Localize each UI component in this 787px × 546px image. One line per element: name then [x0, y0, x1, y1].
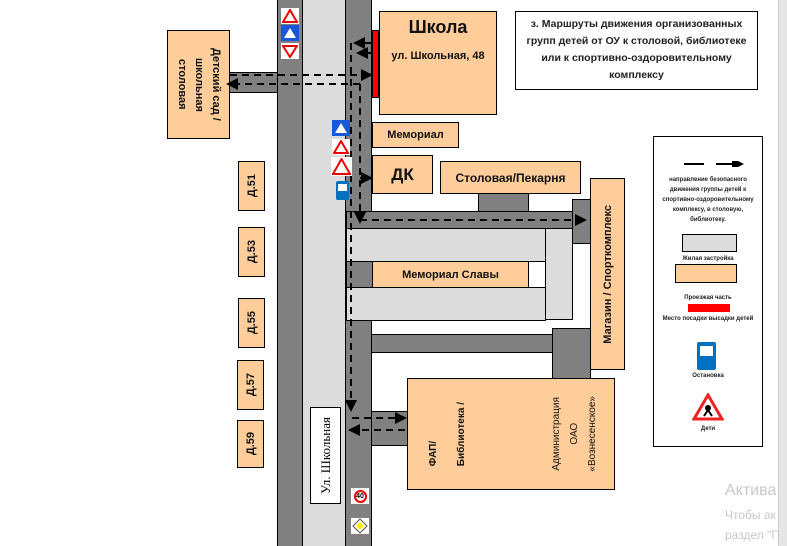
- map-title: з. Маршруты движения организованных груп…: [515, 11, 758, 90]
- kindergarten-label: школьная: [193, 57, 205, 112]
- house: Д.59: [237, 420, 264, 468]
- legend-children-label: Дети: [700, 426, 716, 432]
- residential-block: [346, 287, 546, 321]
- school-address: ул. Школьная, 48: [391, 50, 485, 62]
- activation-watermark: Актива: [725, 482, 777, 499]
- scrollbar[interactable]: [778, 0, 787, 546]
- speed-limit-sign-icon: 40: [351, 488, 369, 504]
- fap-admin-building: ФАП/ Библиотека / Администрация ОАО «Воз…: [407, 378, 615, 490]
- kindergarten-building: Детский сад / школьная столовая: [167, 30, 230, 139]
- dk-building: ДК: [372, 155, 433, 194]
- canteen-building: Столовая/Пекарня: [440, 161, 581, 194]
- legend-residential-swatch: [682, 234, 737, 252]
- route-arrow-icon: [684, 161, 746, 167]
- road-left: [277, 0, 302, 546]
- memorial-glory-building: Мемориал Славы: [372, 261, 529, 288]
- school-building: Школа ул. Школьная, 48: [379, 11, 497, 115]
- sport-parking: [552, 328, 591, 379]
- activation-watermark: Чтобы ак: [725, 508, 776, 522]
- legend-roadway-label: Проезжая часть: [684, 295, 732, 301]
- legend-boarding-label: Место посадки высадки детей: [662, 316, 754, 322]
- legend-roadway-swatch: [675, 264, 737, 283]
- house: Д.53: [238, 227, 265, 277]
- legend-bus-stop-label: Остановка: [692, 373, 724, 379]
- residential-block: [545, 228, 573, 320]
- yield-sign-icon: [281, 43, 299, 59]
- shop-sport-building: Магазин / Спорткомплекс: [590, 178, 625, 370]
- kindergarten-label: Детский сад /: [210, 48, 222, 121]
- activation-watermark: раздел "П: [725, 528, 780, 542]
- speed-bump-sign-icon: [281, 8, 299, 24]
- legend: направление безопасного движения группы …: [653, 136, 763, 447]
- bus-stop-icon: [336, 181, 349, 200]
- legend-children-icon: [692, 393, 724, 421]
- speed-limit-value: 40: [353, 489, 367, 503]
- speed-bump-sign-icon: [331, 157, 352, 176]
- legend-boarding-swatch: [688, 304, 730, 312]
- street-label: Ул. Школьная: [310, 407, 341, 504]
- house: Д.57: [237, 360, 264, 410]
- house: Д.55: [238, 298, 265, 348]
- legend-residential-label: Жилая застройка: [682, 256, 734, 262]
- house: Д.51: [238, 161, 265, 211]
- legend-bus-stop-icon: [697, 342, 716, 370]
- kindergarten-label: столовая: [176, 59, 188, 110]
- main-road-sign-icon: [351, 518, 369, 534]
- children-sign-icon: [332, 139, 350, 155]
- crosswalk-sign-icon: [332, 120, 350, 136]
- boarding-zone: [372, 30, 379, 98]
- school-name: Школа: [408, 17, 468, 37]
- memorial-building: Мемориал: [372, 122, 459, 148]
- legend-route-label: направление безопасного движения группы …: [662, 177, 754, 223]
- crosswalk-sign-icon: [281, 25, 299, 41]
